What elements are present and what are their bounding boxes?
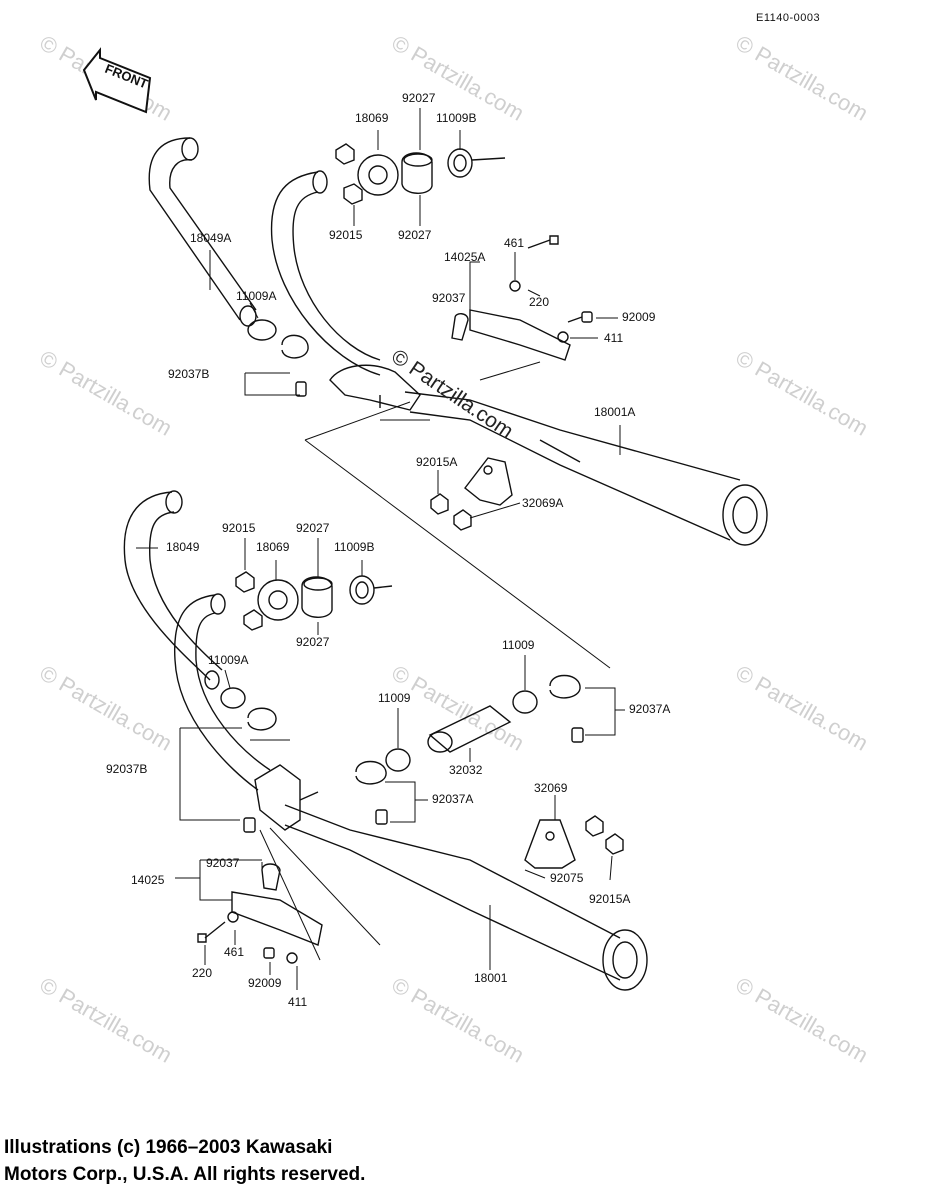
part-label: 92027: [402, 91, 436, 105]
lower-sleeve-92027: [302, 577, 332, 617]
upper-leader-lines: [210, 108, 620, 668]
upper-washer-461: [510, 281, 520, 291]
part-label: 220: [529, 295, 550, 309]
upper-cover-14025A: [452, 310, 570, 360]
part-label: 92037: [206, 856, 240, 870]
lower-cover-14025: [232, 864, 322, 945]
part-label: 92037A: [629, 702, 671, 716]
upper-holder-18069: [358, 155, 398, 195]
upper-sleeve-92027: [402, 153, 432, 193]
upper-muffler-18001A: [405, 392, 767, 545]
lower-clamp-92037B: [244, 708, 276, 832]
part-label: 92009: [248, 976, 282, 990]
part-label: 92015A: [416, 455, 458, 469]
copyright-line-2: Motors Corp., U.S.A. All rights reserved…: [4, 1164, 366, 1185]
lower-gasket-11009A: [205, 671, 245, 708]
part-label: 411: [288, 995, 308, 1009]
part-label: 92027: [296, 635, 330, 649]
part-label: 11009: [378, 691, 411, 705]
part-label: 92027: [296, 521, 330, 535]
part-label: 92015A: [589, 892, 631, 906]
part-label: 92037B: [168, 367, 210, 381]
lower-leader-lines: [136, 538, 625, 990]
copyright-line-1: Illustrations (c) 1966–2003 Kawasaki: [4, 1137, 333, 1158]
part-label: 11009: [502, 638, 535, 652]
part-label: 18069: [355, 111, 389, 125]
upper-washer-411: [558, 332, 568, 342]
upper-gasket-11009B: [448, 149, 505, 177]
upper-gasket-11009A: [248, 320, 276, 340]
part-label: 220: [192, 966, 213, 980]
part-label: 11009B: [334, 540, 375, 554]
part-label: 92037B: [106, 762, 148, 776]
lower-exhaust-pipe-18049: [124, 491, 222, 680]
lower-holder-18069: [258, 580, 298, 620]
lower-muffler-18001: [285, 805, 647, 990]
part-label: 18001: [474, 971, 508, 985]
part-label: 18069: [256, 540, 290, 554]
lower-gasket-11009-mid: [386, 749, 410, 771]
upper-bracket-32069A: [465, 458, 512, 505]
lower-bolt-92009: [264, 948, 274, 958]
front-arrow-icon: FRONT: [84, 50, 150, 112]
part-label: 411: [604, 331, 624, 345]
lower-gasket-11009-right: [513, 691, 537, 713]
part-label: 18049A: [190, 231, 232, 245]
upper-bolt-220: [528, 236, 558, 248]
lower-bracket-32069: [525, 820, 575, 868]
part-label: 11009A: [208, 653, 249, 667]
part-label: 92075: [550, 871, 584, 885]
lower-nut-92015: [236, 572, 262, 630]
part-label: 92037: [432, 291, 466, 305]
part-label: 92027: [398, 228, 432, 242]
diagram-code: E1140-0003: [756, 12, 821, 24]
lower-clamp-92037A-mid: [356, 762, 387, 825]
upper-exhaust-pipe-18049A: [149, 138, 256, 326]
upper-bolt-92009: [568, 312, 592, 322]
part-label: 461: [504, 236, 525, 250]
lower-exhaust-pipe-right: [175, 594, 270, 790]
part-label: 18049: [166, 540, 200, 554]
lower-connector-32032: [428, 706, 510, 752]
upper-nut-92015A: [431, 494, 471, 530]
part-label: 32069: [534, 781, 568, 795]
part-label: 32069A: [522, 496, 564, 510]
upper-exhaust-pipe-right: [272, 171, 380, 375]
part-label: 18001A: [594, 405, 636, 419]
part-label: 32032: [449, 763, 483, 777]
part-label: 92009: [622, 310, 656, 324]
part-label: 11009B: [436, 111, 477, 125]
lower-washer-411: [287, 953, 297, 963]
part-label: 11009A: [236, 289, 277, 303]
part-label: 92015: [329, 228, 363, 242]
lower-washer-461: [228, 912, 238, 922]
part-label: 461: [224, 945, 245, 959]
lower-nut-92015A: [586, 816, 623, 854]
lower-collector: [255, 765, 318, 830]
lower-clamp-92037A-right: [550, 676, 583, 743]
lower-gasket-11009B: [350, 576, 392, 604]
lower-bolt-220: [198, 922, 225, 942]
upper-clamp-92037B: [282, 335, 308, 396]
part-label: 14025: [131, 873, 165, 887]
part-label: 92037A: [432, 792, 474, 806]
part-label: 92015: [222, 521, 256, 535]
upper-nut-92015: [336, 144, 362, 204]
part-label: 14025A: [444, 250, 486, 264]
